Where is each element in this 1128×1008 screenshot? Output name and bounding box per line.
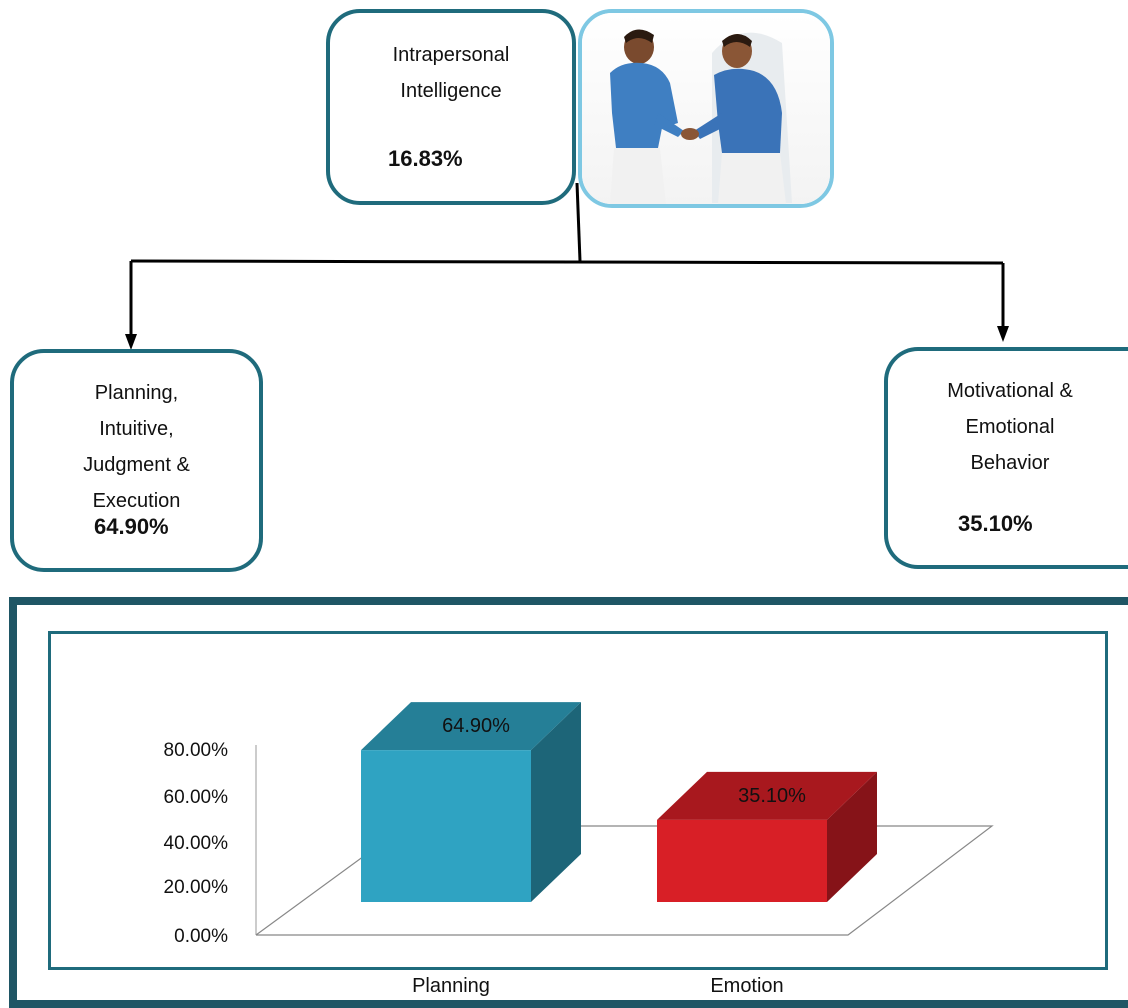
connector-horizontal <box>130 259 1004 265</box>
label-line: Intelligence <box>400 80 502 102</box>
label-line: Intuitive, <box>99 418 174 440</box>
arrowhead-right <box>997 326 1009 342</box>
chart-inner-frame <box>48 631 1108 970</box>
arrowhead-left <box>125 334 137 350</box>
motivational-box: Motivational & Emotional Behavior 35.10% <box>884 347 1128 569</box>
handshake-photo-icon <box>582 13 830 204</box>
label-line: Motivational & <box>947 380 1073 402</box>
label-line: Intrapersonal <box>392 44 510 66</box>
planning-value: 64.90% <box>94 514 169 539</box>
motivational-label: Motivational & Emotional Behavior <box>888 373 1128 481</box>
planning-box: Planning, Intuitive, Judgment & Executio… <box>10 349 263 572</box>
label-line: Execution <box>92 490 181 512</box>
connector-lines <box>125 182 1009 350</box>
planning-label: Planning, Intuitive, Judgment & Executio… <box>14 375 259 519</box>
intrapersonal-label: Intrapersonal Intelligence <box>330 37 572 109</box>
intrapersonal-intelligence-box: Intrapersonal Intelligence 16.83% <box>326 9 576 205</box>
label-line: Behavior <box>970 452 1050 474</box>
handshake-image-box <box>578 9 834 208</box>
label-line: Planning, <box>94 382 179 404</box>
motivational-value: 35.10% <box>958 511 1033 536</box>
connector-vertical <box>575 182 582 262</box>
intrapersonal-value: 16.83% <box>388 146 463 171</box>
label-line: Emotional <box>965 416 1055 438</box>
label-line: Judgment & <box>83 454 190 476</box>
